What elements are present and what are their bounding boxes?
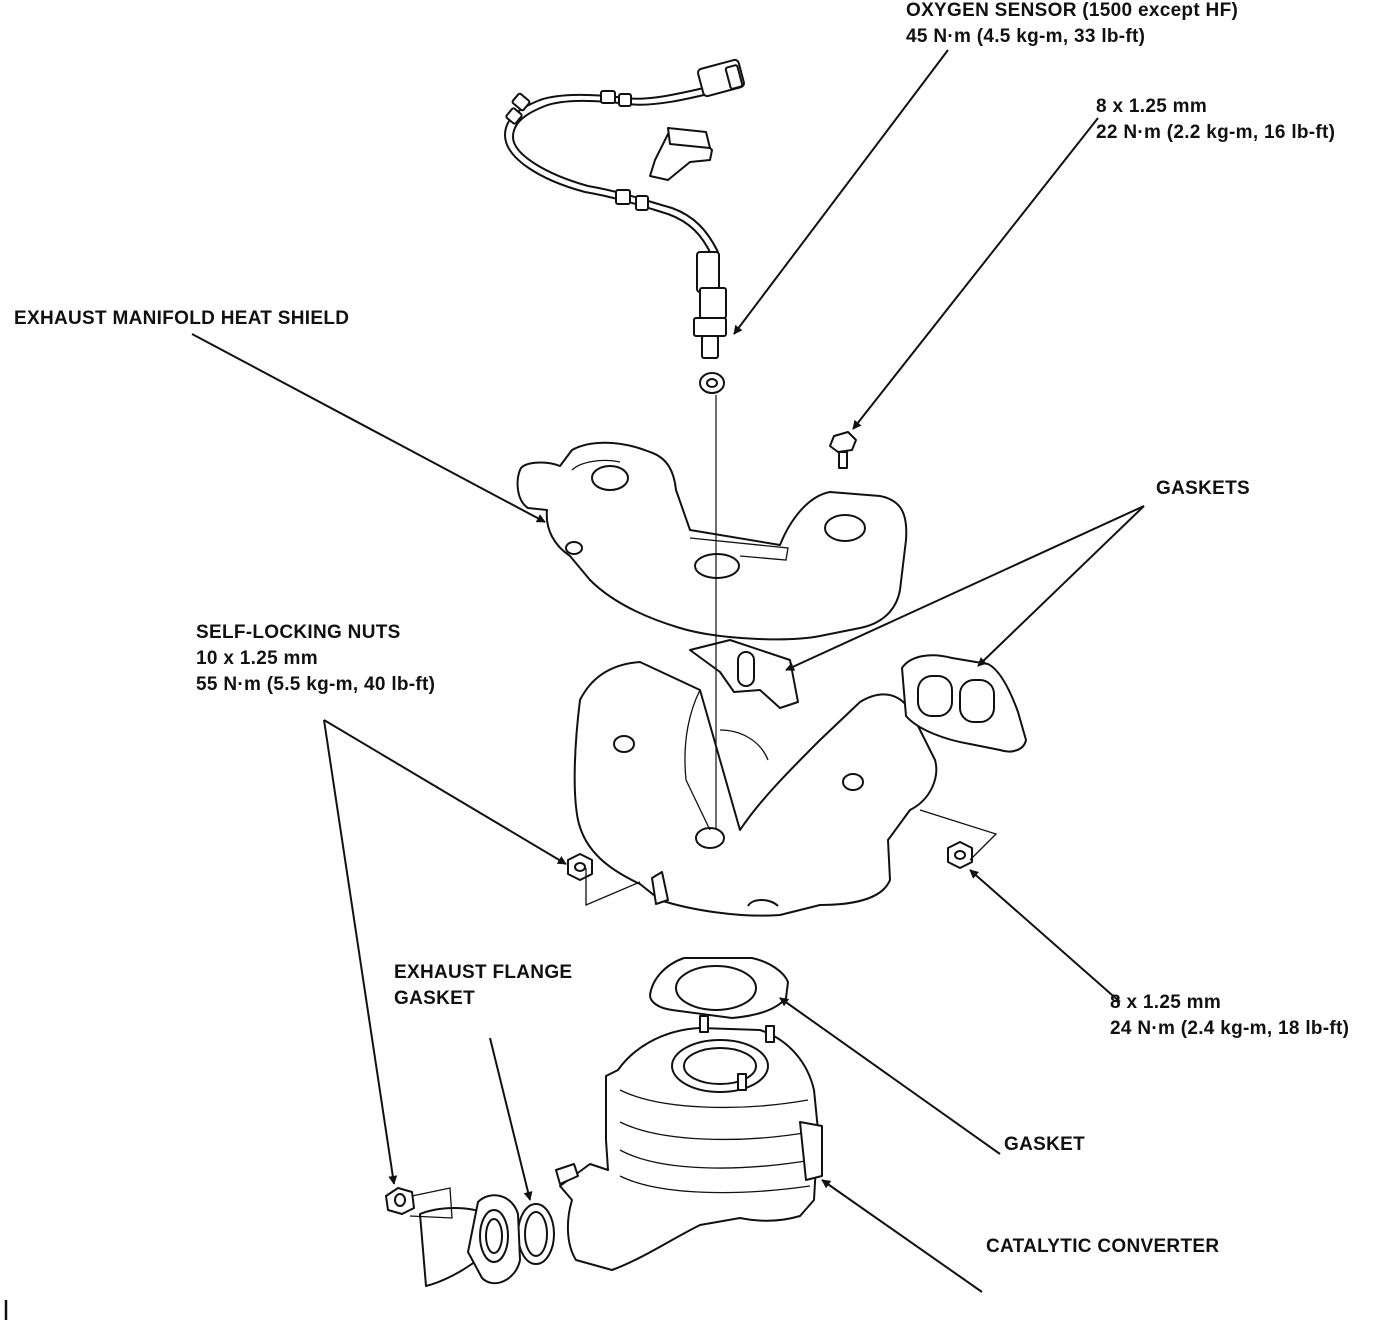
label-oxygen-sensor: OXYGEN SENSOR (1500 except HF) 45 N·m (4… xyxy=(906,0,1238,50)
label-gasket: GASKET xyxy=(1004,1134,1085,1155)
leader-flange-gasket xyxy=(489,1037,533,1201)
leader-bolt-top xyxy=(852,117,1099,430)
label-heat-shield: EXHAUST MANIFOLD HEAT SHIELD xyxy=(14,308,350,329)
flange-bracket xyxy=(409,1187,453,1219)
exhaust-flange-gasket xyxy=(517,1203,555,1265)
leader-nut-right xyxy=(969,869,1121,1003)
nut-bracket-right xyxy=(919,809,998,861)
label-gaskets: GASKETS xyxy=(1156,478,1250,499)
label-oxygen-sensor-line1: OXYGEN SENSOR (1500 except HF) xyxy=(906,0,1239,21)
nut-8x125-right xyxy=(947,841,973,869)
oxygen-sensor xyxy=(503,58,746,394)
manifold-gasket-right xyxy=(901,654,1027,753)
nut-bracket-left xyxy=(585,868,641,906)
exhaust-manifold xyxy=(573,661,938,917)
leader-oxygen-sensor xyxy=(733,49,949,335)
label-nut-right-line1: 8 x 1.25 mm xyxy=(1110,992,1222,1013)
sensor-clip xyxy=(649,127,713,181)
label-exhaust-flange-gasket-line1: EXHAUST FLANGE xyxy=(394,962,573,983)
leader-nut-left xyxy=(323,719,567,865)
leader-heat-shield xyxy=(191,333,546,523)
label-bolt-top: 8 x 1.25 mm 22 N·m (2.2 kg-m, 16 lb-ft) xyxy=(1096,94,1335,146)
leader-catalytic-converter xyxy=(821,1179,983,1293)
label-self-locking-nuts-line3: 55 N·m (5.5 kg-m, 40 lb-ft) xyxy=(196,674,436,695)
leader-gaskets-1 xyxy=(785,505,1145,671)
manifold-gasket-left xyxy=(689,639,799,709)
label-nut-right: 8 x 1.25 mm 24 N·m (2.4 kg-m, 18 lb-ft) xyxy=(1110,990,1349,1042)
label-bolt-top-line2: 22 N·m (2.2 kg-m, 16 lb-ft) xyxy=(1096,122,1336,143)
label-bolt-top-line1: 8 x 1.25 mm xyxy=(1096,96,1208,117)
label-exhaust-flange-gasket: EXHAUST FLANGE GASKET xyxy=(394,960,572,1012)
label-catalytic-converter: CATALYTIC CONVERTER xyxy=(986,1236,1220,1257)
label-self-locking-nuts-line1: SELF-LOCKING NUTS xyxy=(196,622,401,643)
self-locking-nut-left xyxy=(567,853,593,881)
catalytic-converter xyxy=(555,1015,823,1271)
self-locking-nut-bottom xyxy=(385,1187,415,1215)
exhaust-pipe-flange xyxy=(419,1194,521,1287)
exhaust-manifold-heat-shield xyxy=(516,441,908,641)
label-nut-right-line2: 24 N·m (2.4 kg-m, 18 lb-ft) xyxy=(1110,1018,1350,1039)
label-self-locking-nuts-line2: 10 x 1.25 mm xyxy=(196,648,318,669)
leader-gasket xyxy=(779,997,1001,1155)
converter-gasket xyxy=(649,957,789,1019)
leader-gaskets-2 xyxy=(977,505,1145,667)
bolt-8x125-top xyxy=(829,431,857,469)
label-oxygen-sensor-line2: 45 N·m (4.5 kg-m, 33 lb-ft) xyxy=(906,26,1146,47)
leader-nut-bottom xyxy=(323,719,398,1185)
label-exhaust-flange-gasket-line2: GASKET xyxy=(394,988,475,1009)
label-self-locking-nuts: SELF-LOCKING NUTS 10 x 1.25 mm 55 N·m (5… xyxy=(196,620,435,698)
